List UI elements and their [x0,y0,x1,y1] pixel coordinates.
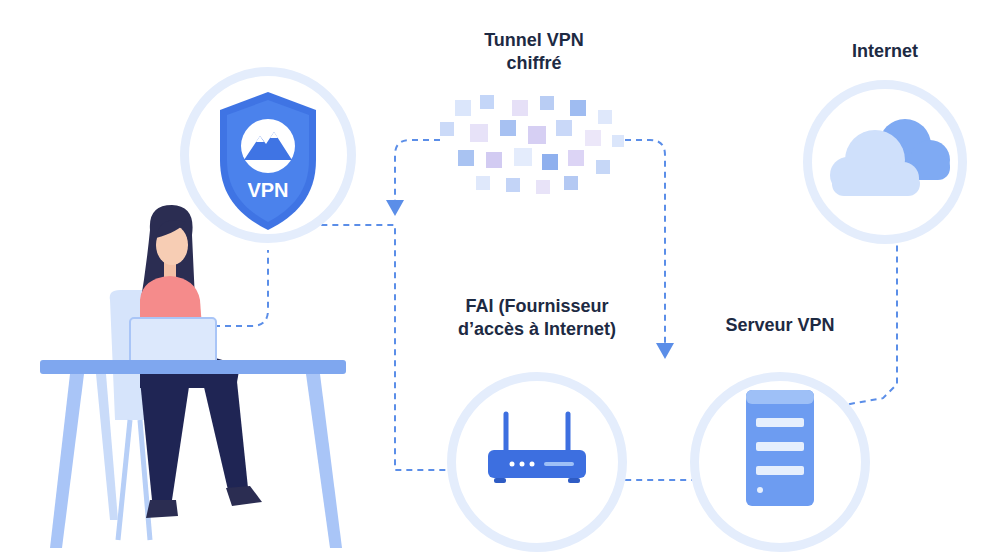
tunnel-label: Tunnel VPN chiffré [464,29,604,75]
encrypted-pixels [440,95,624,194]
icon-label: VPN [189,179,347,202]
network-node-circle: VPN [180,67,356,243]
node-heading: FAI (Fournisseur d’accès à Internet) [435,295,640,341]
person-at-desk [40,205,346,548]
arrowhead [386,200,674,359]
node-heading: Serveur VPN [690,314,870,337]
node-heading: Internet [805,40,965,63]
server-icon [746,390,814,506]
laptop-link [214,250,268,326]
cloud-icon [830,119,950,196]
network-node-circle: FAI (Fournisseur d’accès à Internet) [447,372,627,552]
tunnel-arrow [395,140,665,343]
router-icon [488,414,586,483]
dashed-connector [625,479,692,481]
dashed-connector [849,243,897,404]
network-node-circle: Internet [803,80,967,244]
vpn-shield [220,92,316,230]
dashed-connector [321,225,447,470]
network-node-circle: Serveur VPN [690,372,870,552]
